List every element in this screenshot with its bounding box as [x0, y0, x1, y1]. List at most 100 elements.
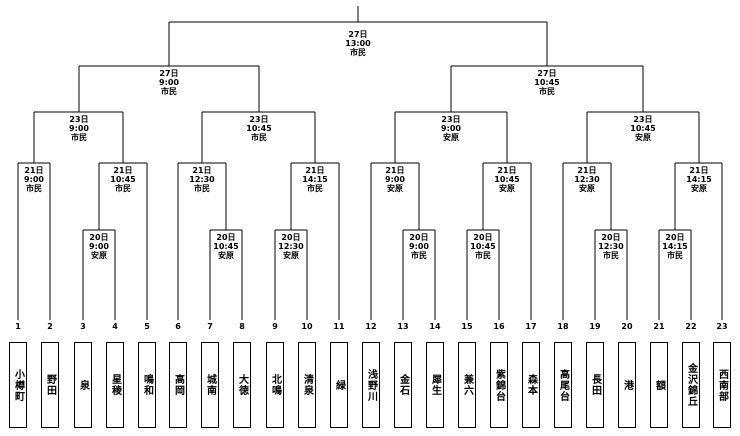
- team-number: 8: [239, 322, 245, 331]
- match-time: 9:00: [409, 242, 429, 251]
- team-number: 10: [301, 322, 313, 331]
- team-name: 西南部: [713, 342, 731, 428]
- match-date: 21日: [24, 166, 44, 175]
- team-number: 9: [272, 322, 278, 331]
- team-name: 鳴和: [138, 342, 156, 428]
- match-date: 21日: [385, 166, 405, 175]
- team-number: 16: [493, 322, 505, 331]
- match-time: 10:45: [246, 124, 272, 133]
- match-time: 10:45: [630, 124, 656, 133]
- match-date: 21日: [113, 166, 133, 175]
- match-venue: 市民: [475, 251, 491, 260]
- match-date: 20日: [409, 233, 429, 242]
- match-date: 23日: [441, 115, 461, 124]
- match-date: 21日: [577, 166, 597, 175]
- match-venue: 市民: [350, 48, 366, 57]
- team-number: 19: [589, 322, 601, 331]
- match-date: 20日: [601, 233, 621, 242]
- match-date: 21日: [305, 166, 325, 175]
- team-number: 21: [653, 322, 665, 331]
- match-date: 21日: [192, 166, 212, 175]
- match-venue: 市民: [667, 251, 683, 260]
- match-venue: 市民: [115, 184, 131, 193]
- team-number: 12: [365, 322, 377, 331]
- match-venue: 市民: [26, 184, 42, 193]
- team-name: 泉: [74, 342, 92, 428]
- match-venue: 安原: [499, 184, 515, 193]
- team-name: 星稜: [106, 342, 124, 428]
- team-number: 17: [525, 322, 537, 331]
- match-time: 9:00: [69, 124, 89, 133]
- match-venue: 安原: [635, 133, 651, 142]
- team-name: 犀生: [426, 342, 444, 428]
- match-time: 9:00: [89, 242, 109, 251]
- team-name: 紫錦台: [490, 342, 508, 428]
- team-number: 6: [175, 322, 181, 331]
- match-time: 10:45: [213, 242, 239, 251]
- team-name: 港: [618, 342, 636, 428]
- match-time: 12:30: [189, 175, 215, 184]
- match-venue: 安原: [218, 251, 234, 260]
- team-name: 浅野川: [362, 342, 380, 428]
- match-venue: 市民: [539, 87, 555, 96]
- match-time: 10:45: [494, 175, 520, 184]
- team-number: 22: [685, 322, 697, 331]
- team-number: 15: [461, 322, 473, 331]
- match-date: 20日: [473, 233, 493, 242]
- match-venue: 市民: [603, 251, 619, 260]
- match-time: 12:30: [574, 175, 600, 184]
- match-time: 10:45: [110, 175, 136, 184]
- match-venue: 安原: [283, 251, 299, 260]
- match-venue: 安原: [91, 251, 107, 260]
- team-number: 13: [397, 322, 409, 331]
- team-name: 北鳴: [266, 342, 284, 428]
- match-date: 27日: [537, 69, 557, 78]
- match-venue: 市民: [411, 251, 427, 260]
- match-time: 9:00: [385, 175, 405, 184]
- match-venue: 安原: [387, 184, 403, 193]
- match-venue: 市民: [251, 133, 267, 142]
- match-venue: 市民: [194, 184, 210, 193]
- team-number: 3: [80, 322, 86, 331]
- team-name: 金沢錦丘: [682, 342, 700, 428]
- team-name: 清泉: [298, 342, 316, 428]
- match-time: 10:45: [534, 78, 560, 87]
- match-date: 23日: [633, 115, 653, 124]
- team-number: 7: [207, 322, 213, 331]
- match-date: 27日: [159, 69, 179, 78]
- team-number: 18: [557, 322, 569, 331]
- match-time: 9:00: [24, 175, 44, 184]
- team-number: 5: [144, 322, 150, 331]
- team-name: 小樽町: [9, 342, 27, 428]
- match-time: 13:00: [345, 39, 371, 48]
- team-name: 高岡: [169, 342, 187, 428]
- match-date: 20日: [89, 233, 109, 242]
- team-name: 城南: [201, 342, 219, 428]
- match-venue: 安原: [443, 133, 459, 142]
- match-time: 14:15: [686, 175, 712, 184]
- match-time: 10:45: [470, 242, 496, 251]
- team-name: 金石: [394, 342, 412, 428]
- match-time: 12:30: [598, 242, 624, 251]
- match-venue: 市民: [307, 184, 323, 193]
- match-venue: 市民: [71, 133, 87, 142]
- team-name: 長田: [586, 342, 604, 428]
- team-number: 2: [47, 322, 53, 331]
- match-venue: 安原: [691, 184, 707, 193]
